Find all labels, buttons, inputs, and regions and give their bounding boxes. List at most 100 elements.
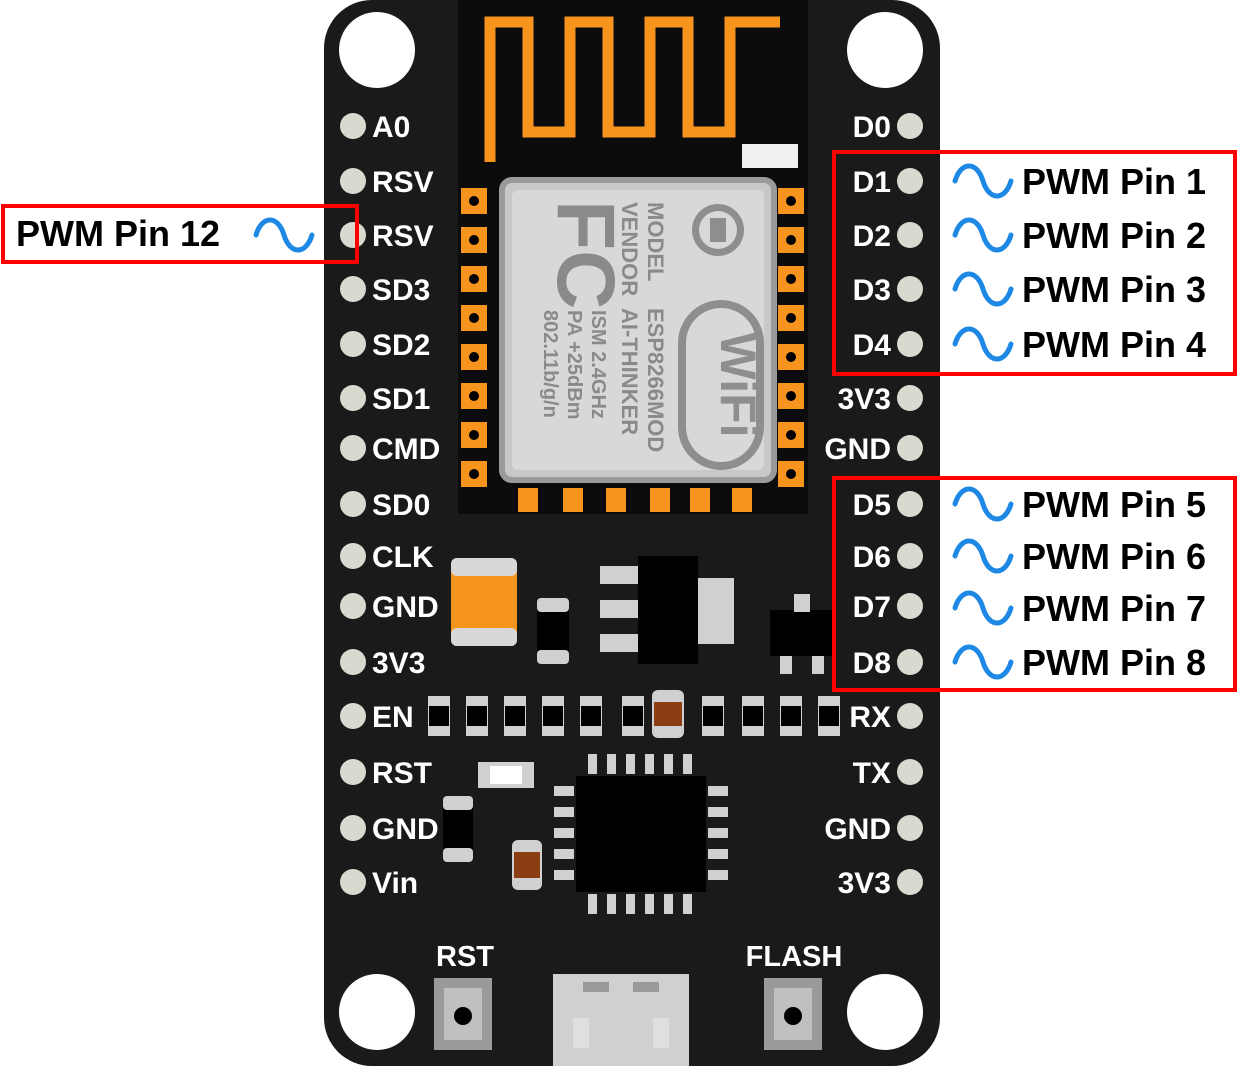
pin-pad[interactable] xyxy=(897,593,923,619)
pad-hole xyxy=(469,196,479,206)
pin-label-left: CLK xyxy=(372,541,434,574)
wifi-logo-icon: WiFi xyxy=(678,300,766,470)
module-pad xyxy=(690,488,710,512)
smd-resistor xyxy=(702,696,724,736)
sine-wave-icon xyxy=(952,163,1014,199)
pad-hole xyxy=(786,430,796,440)
smd-resistor xyxy=(818,696,840,736)
module-spec: ISM 2.4GHz xyxy=(587,310,609,419)
pin-pad[interactable] xyxy=(897,168,923,194)
pwm-pin-label: PWM Pin 1 xyxy=(1022,161,1206,202)
pin-pad[interactable] xyxy=(340,593,366,619)
pin-pad[interactable] xyxy=(897,815,923,841)
pin-pad[interactable] xyxy=(897,703,923,729)
flash-button[interactable]: FLASH xyxy=(746,941,843,1050)
pin-pad[interactable] xyxy=(897,331,923,357)
pin-pad[interactable] xyxy=(340,331,366,357)
pwm-pin-label: PWM Pin 12 xyxy=(16,213,220,254)
smd-resistor xyxy=(580,696,602,736)
sine-wave-icon xyxy=(952,326,1014,362)
pin-pad[interactable] xyxy=(340,168,366,194)
pin-pad[interactable] xyxy=(897,276,923,302)
pin-label-right: 3V3 xyxy=(838,383,891,416)
pin-pad[interactable] xyxy=(897,543,923,569)
pwm-pin-label: PWM Pin 7 xyxy=(1022,588,1206,629)
pin-pad[interactable] xyxy=(340,385,366,411)
pin-pad[interactable] xyxy=(340,703,366,729)
pad-hole xyxy=(469,352,479,362)
pad-hole xyxy=(469,235,479,245)
module-line: MODEL xyxy=(643,202,668,281)
pin-pad[interactable] xyxy=(340,543,366,569)
module-pad xyxy=(606,488,626,512)
pad-hole xyxy=(786,352,796,362)
module-pad xyxy=(650,488,670,512)
pin-pad[interactable] xyxy=(340,222,366,248)
pad-hole xyxy=(786,274,796,284)
left-pin-header: A0RSVRSVSD3SD2SD1CMDSD0CLKGND3V3ENRSTGND… xyxy=(340,111,440,900)
pwm-highlight-box-right-top xyxy=(832,150,1237,376)
pin-label-left: CMD xyxy=(372,433,440,466)
pin-label-right: GND xyxy=(824,813,891,846)
pin-label-right: D7 xyxy=(853,591,891,624)
pin-pad[interactable] xyxy=(897,869,923,895)
pad-hole xyxy=(469,469,479,479)
pin-pad[interactable] xyxy=(897,385,923,411)
pin-label-right: D8 xyxy=(853,647,891,680)
pin-pad[interactable] xyxy=(340,491,366,517)
pin-pad[interactable] xyxy=(897,222,923,248)
pin-pad[interactable] xyxy=(340,113,366,139)
module-pad xyxy=(563,488,583,512)
rst-button[interactable]: RST xyxy=(434,941,494,1050)
pin-label-left: GND xyxy=(372,591,439,624)
pin-pad[interactable] xyxy=(897,491,923,517)
pin-pad[interactable] xyxy=(897,649,923,675)
module-pads-bottom xyxy=(518,488,752,512)
pin-label-right: GND xyxy=(824,433,891,466)
pin-label-left: SD0 xyxy=(372,489,430,522)
sine-wave-icon xyxy=(952,271,1014,307)
pin-label-left: SD3 xyxy=(372,274,430,307)
pin-label-left: RSV xyxy=(372,220,434,253)
pin-pad[interactable] xyxy=(897,113,923,139)
pin-label-right: D1 xyxy=(853,166,891,199)
sine-wave-icon xyxy=(952,217,1014,253)
pin-pad[interactable] xyxy=(340,759,366,785)
pin-label-right: D4 xyxy=(853,329,892,362)
pin-pad[interactable] xyxy=(340,815,366,841)
pin-label-left: SD1 xyxy=(372,383,430,416)
pin-pad[interactable] xyxy=(340,869,366,895)
mounting-hole xyxy=(339,974,415,1050)
usb-serial-chip xyxy=(554,754,728,914)
pad-hole xyxy=(786,469,796,479)
pad-hole xyxy=(469,430,479,440)
pin-pad[interactable] xyxy=(340,276,366,302)
pwm-pin-label: PWM Pin 6 xyxy=(1022,536,1206,577)
sine-wave-icon xyxy=(952,590,1014,626)
pin-pad[interactable] xyxy=(340,649,366,675)
voltage-regulator xyxy=(638,556,698,664)
module-line: ESP8266MOD xyxy=(643,308,668,452)
rst-button-label: RST xyxy=(436,941,494,973)
pin-label-left: A0 xyxy=(372,111,410,144)
pin-label-left: EN xyxy=(372,701,414,734)
smd-resistor xyxy=(466,696,488,736)
module-spec: 802.11b/g/n xyxy=(539,310,561,418)
tantalum-capacitor xyxy=(451,558,517,646)
pin-pad[interactable] xyxy=(897,759,923,785)
sine-wave-icon xyxy=(952,644,1014,680)
pwm-pin-label: PWM Pin 3 xyxy=(1022,269,1206,310)
antenna-trace-icon xyxy=(484,16,780,162)
svg-text:WiFi: WiFi xyxy=(710,332,766,437)
flash-button-label: FLASH xyxy=(746,941,843,973)
pin-label-left: Vin xyxy=(372,867,418,900)
smd-resistor xyxy=(742,696,764,736)
mounting-holes xyxy=(339,12,923,1050)
pwm-pin-label: PWM Pin 4 xyxy=(1022,324,1206,365)
pin-label-right: D2 xyxy=(853,220,891,253)
pin-pad[interactable] xyxy=(340,435,366,461)
pwm-highlight-box-right-bottom xyxy=(832,476,1237,692)
pin-pad[interactable] xyxy=(897,435,923,461)
